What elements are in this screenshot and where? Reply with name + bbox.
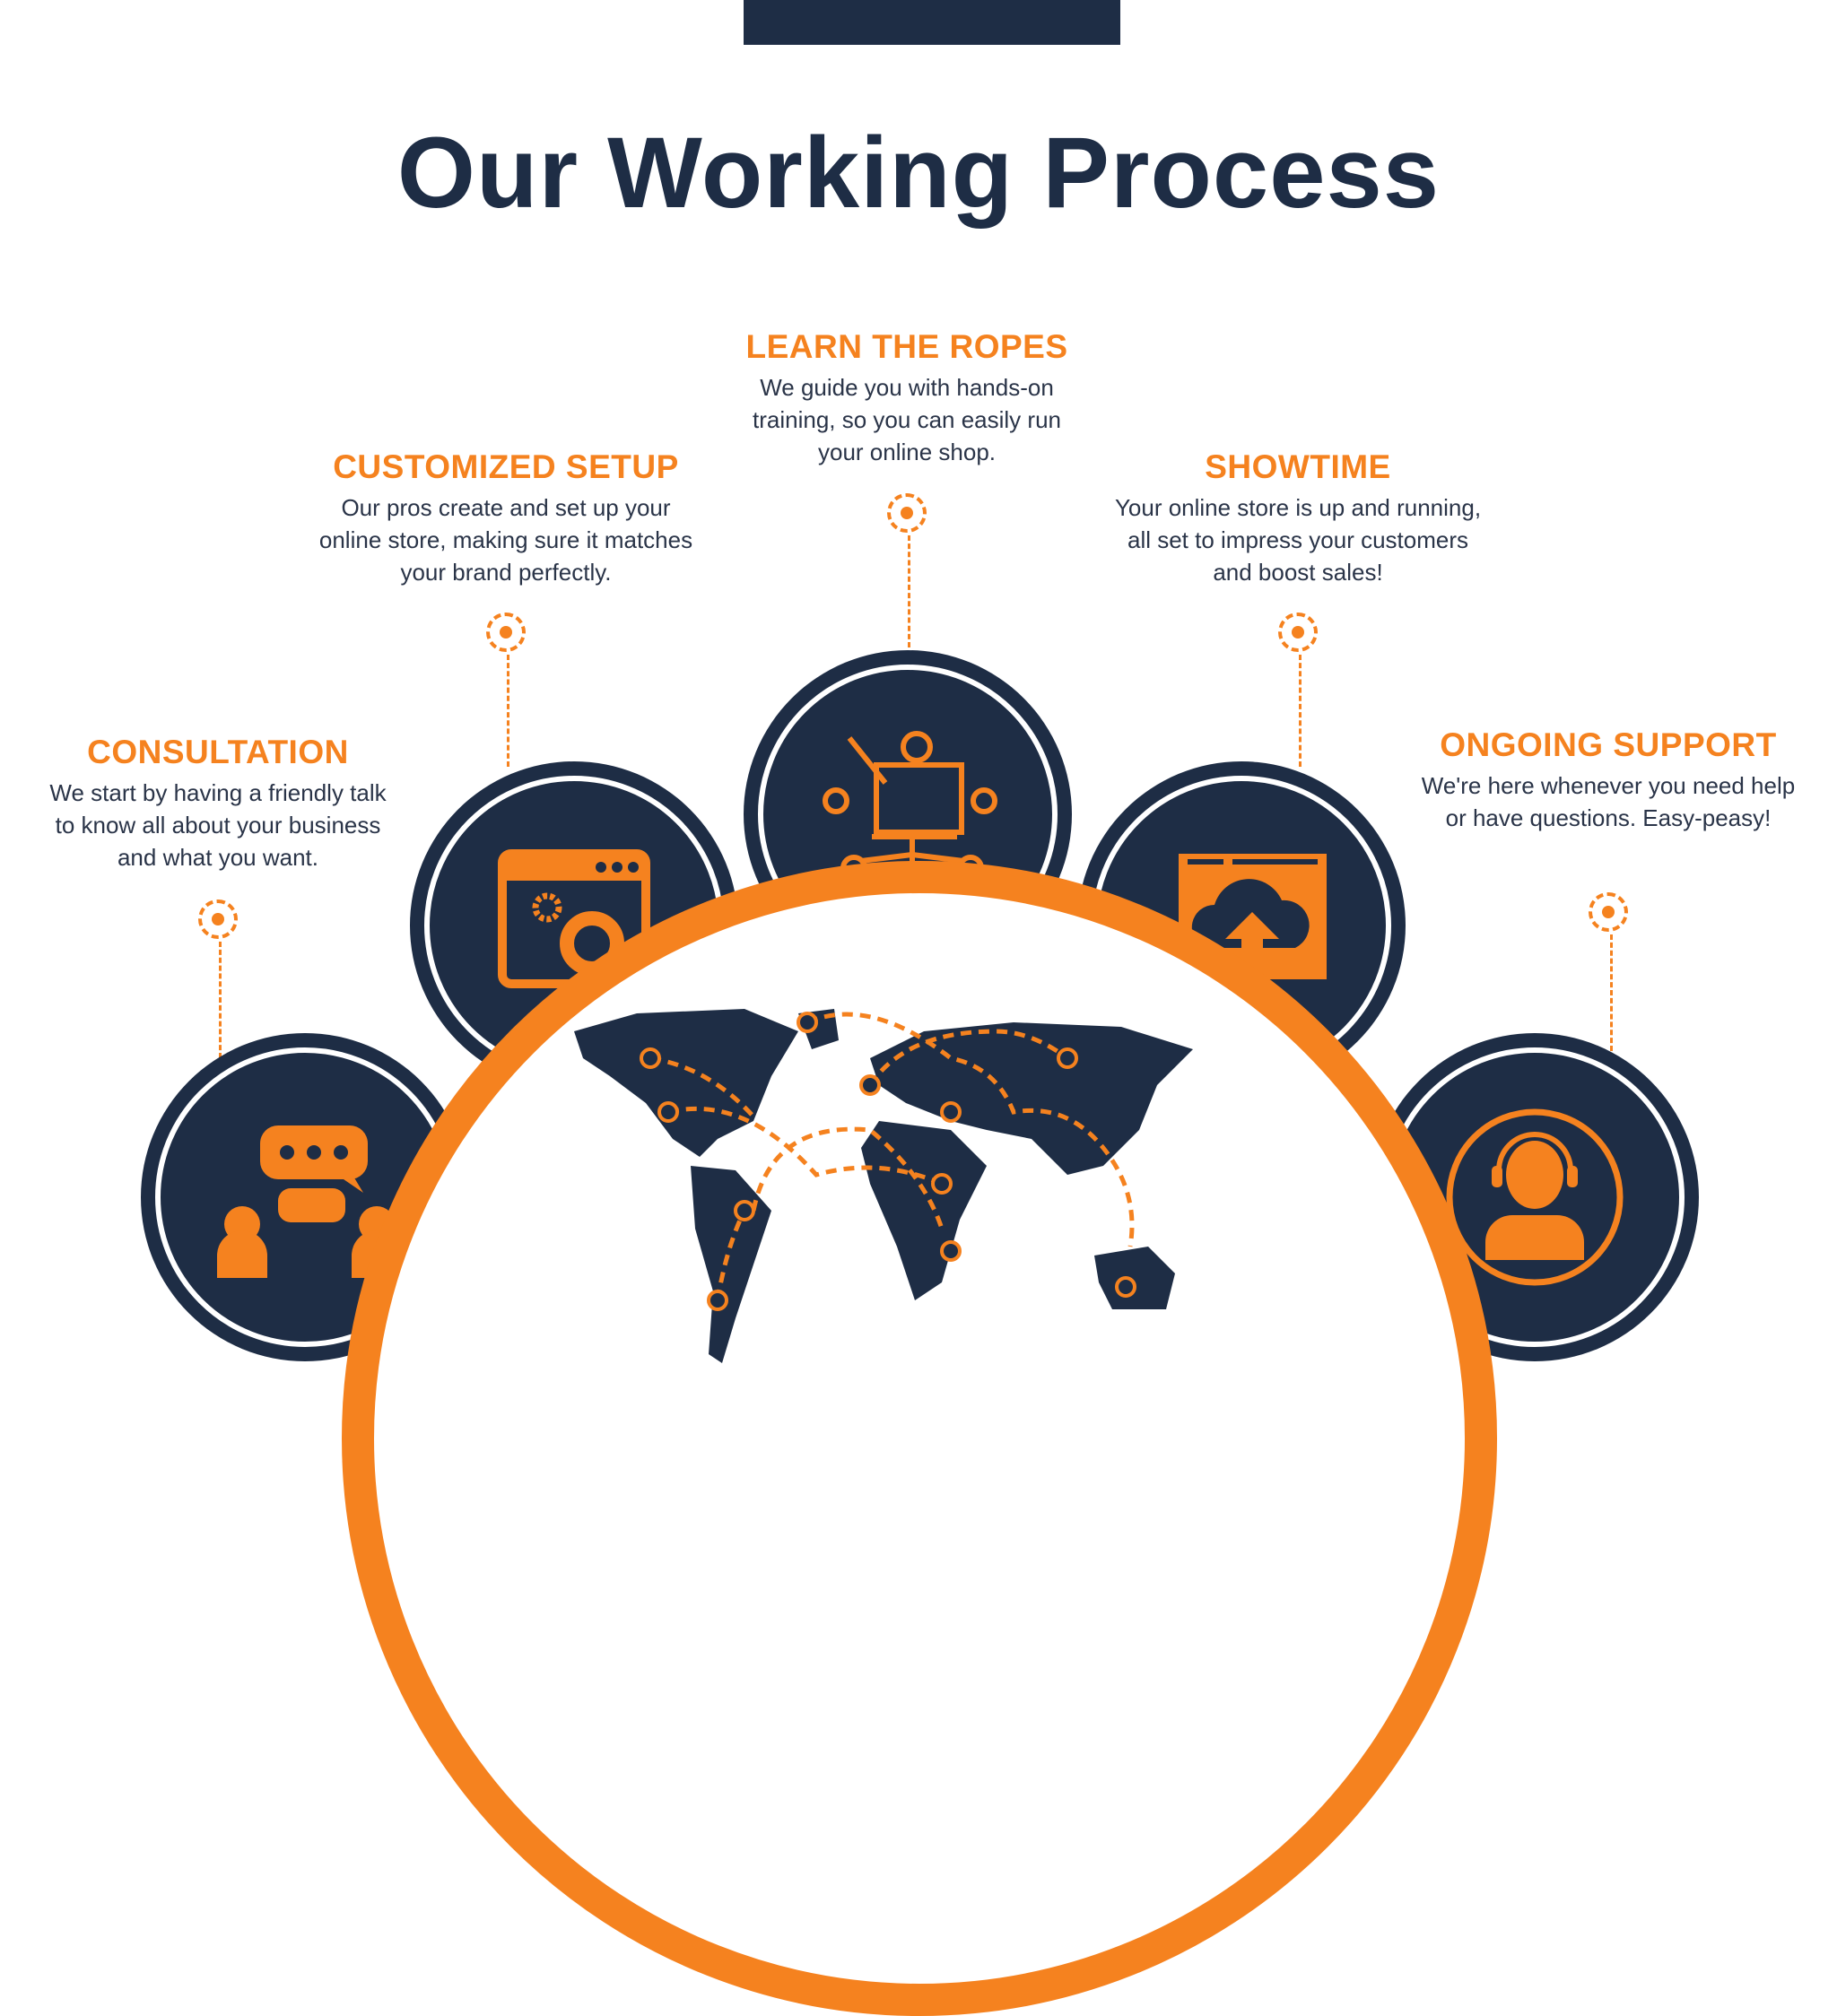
connector-line <box>219 942 222 1058</box>
connector-line <box>1299 655 1302 767</box>
chat-people-icon <box>217 1125 395 1278</box>
step-title: ONGOING SUPPORT <box>1440 726 1777 763</box>
world-map-icon <box>574 1009 1193 1363</box>
marker-icon <box>1278 613 1318 652</box>
step-title: SHOWTIME <box>1205 448 1391 485</box>
connector-line <box>507 655 509 767</box>
step-description: We're here whenever you need help or hav… <box>1421 772 1796 831</box>
step-title: CONSULTATION <box>87 734 349 770</box>
step-learn: LEARN THE ROPES We guide you with hands-… <box>727 328 1086 468</box>
marker-icon <box>198 899 238 939</box>
marker-icon <box>1589 892 1628 932</box>
step-showtime: SHOWTIME Your online store is up and run… <box>1114 448 1482 588</box>
step-description: Our pros create and set up your online s… <box>318 494 693 586</box>
step-description: We start by having a friendly talk to kn… <box>49 779 387 871</box>
headset-agent-icon <box>1446 1108 1624 1286</box>
marker-icon <box>887 493 927 533</box>
connector-line <box>1610 934 1613 1051</box>
step-description: Your online store is up and running, all… <box>1114 494 1482 586</box>
connector-line <box>908 535 910 647</box>
step-title: CUSTOMIZED SETUP <box>333 448 679 485</box>
page-title: Our Working Process <box>396 117 1441 229</box>
step-description: We guide you with hands-on training, so … <box>753 374 1061 465</box>
step-support: ONGOING SUPPORT We're here whenever you … <box>1420 726 1797 834</box>
step-consultation: CONSULTATION We start by having a friend… <box>39 734 397 873</box>
marker-icon <box>486 613 526 652</box>
step-setup: CUSTOMIZED SETUP Our pros create and set… <box>318 448 694 588</box>
top-bar <box>744 0 1120 45</box>
step-title: LEARN THE ROPES <box>745 328 1068 365</box>
